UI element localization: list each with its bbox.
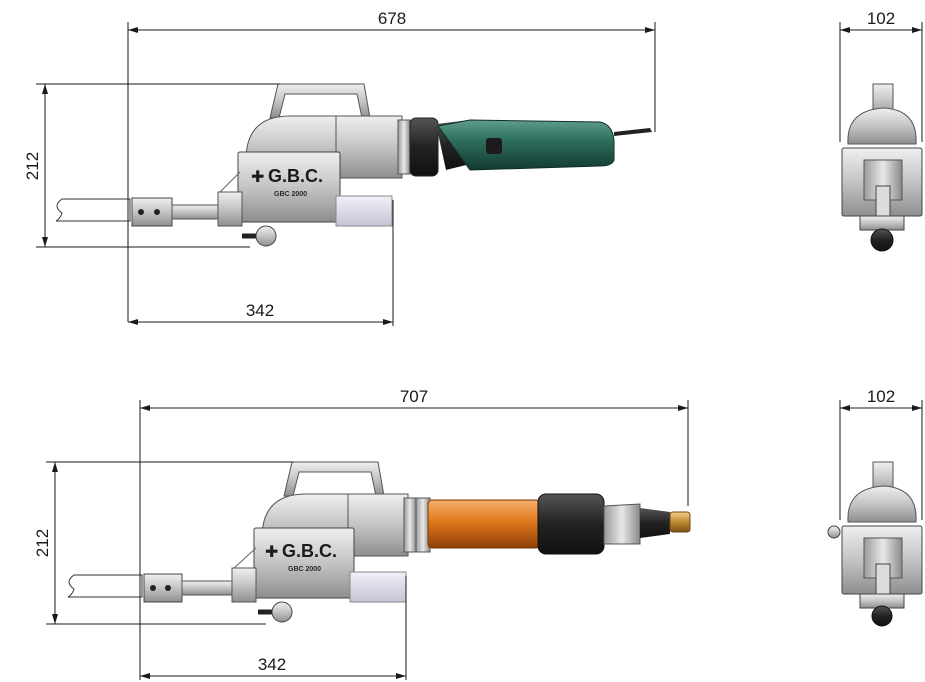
pneumatic-side-view: G.B.C. ✚ GBC 2000 bbox=[67, 461, 691, 623]
brand-logo: G.B.C. bbox=[268, 166, 323, 186]
logo-mark-icon: ✚ bbox=[251, 169, 264, 186]
dim-overall-length-pneumatic: 707 bbox=[400, 387, 428, 406]
dim-body-length-pneumatic: 342 bbox=[258, 655, 286, 674]
dim-body-length-electric: 342 bbox=[246, 301, 274, 320]
model-label: GBC 2000 bbox=[274, 191, 307, 198]
dim-side-width-electric: 102 bbox=[867, 9, 895, 28]
logo-mark-icon-2: ✚ bbox=[265, 544, 278, 561]
dim-height-electric: 212 bbox=[23, 152, 42, 180]
dim-height-pneumatic: 212 bbox=[33, 529, 52, 557]
brand-logo-2: G.B.C. bbox=[282, 541, 337, 561]
dim-overall-length-electric: 678 bbox=[378, 9, 406, 28]
model-label-2: GBC 2000 bbox=[288, 566, 321, 573]
dimension-lines bbox=[36, 22, 923, 680]
pneumatic-front-view bbox=[827, 461, 923, 627]
electric-side-view: G.B.C. ✚ GBC 2000 bbox=[55, 83, 652, 247]
electric-front-view bbox=[841, 83, 923, 252]
dim-side-width-pneumatic: 102 bbox=[867, 387, 895, 406]
